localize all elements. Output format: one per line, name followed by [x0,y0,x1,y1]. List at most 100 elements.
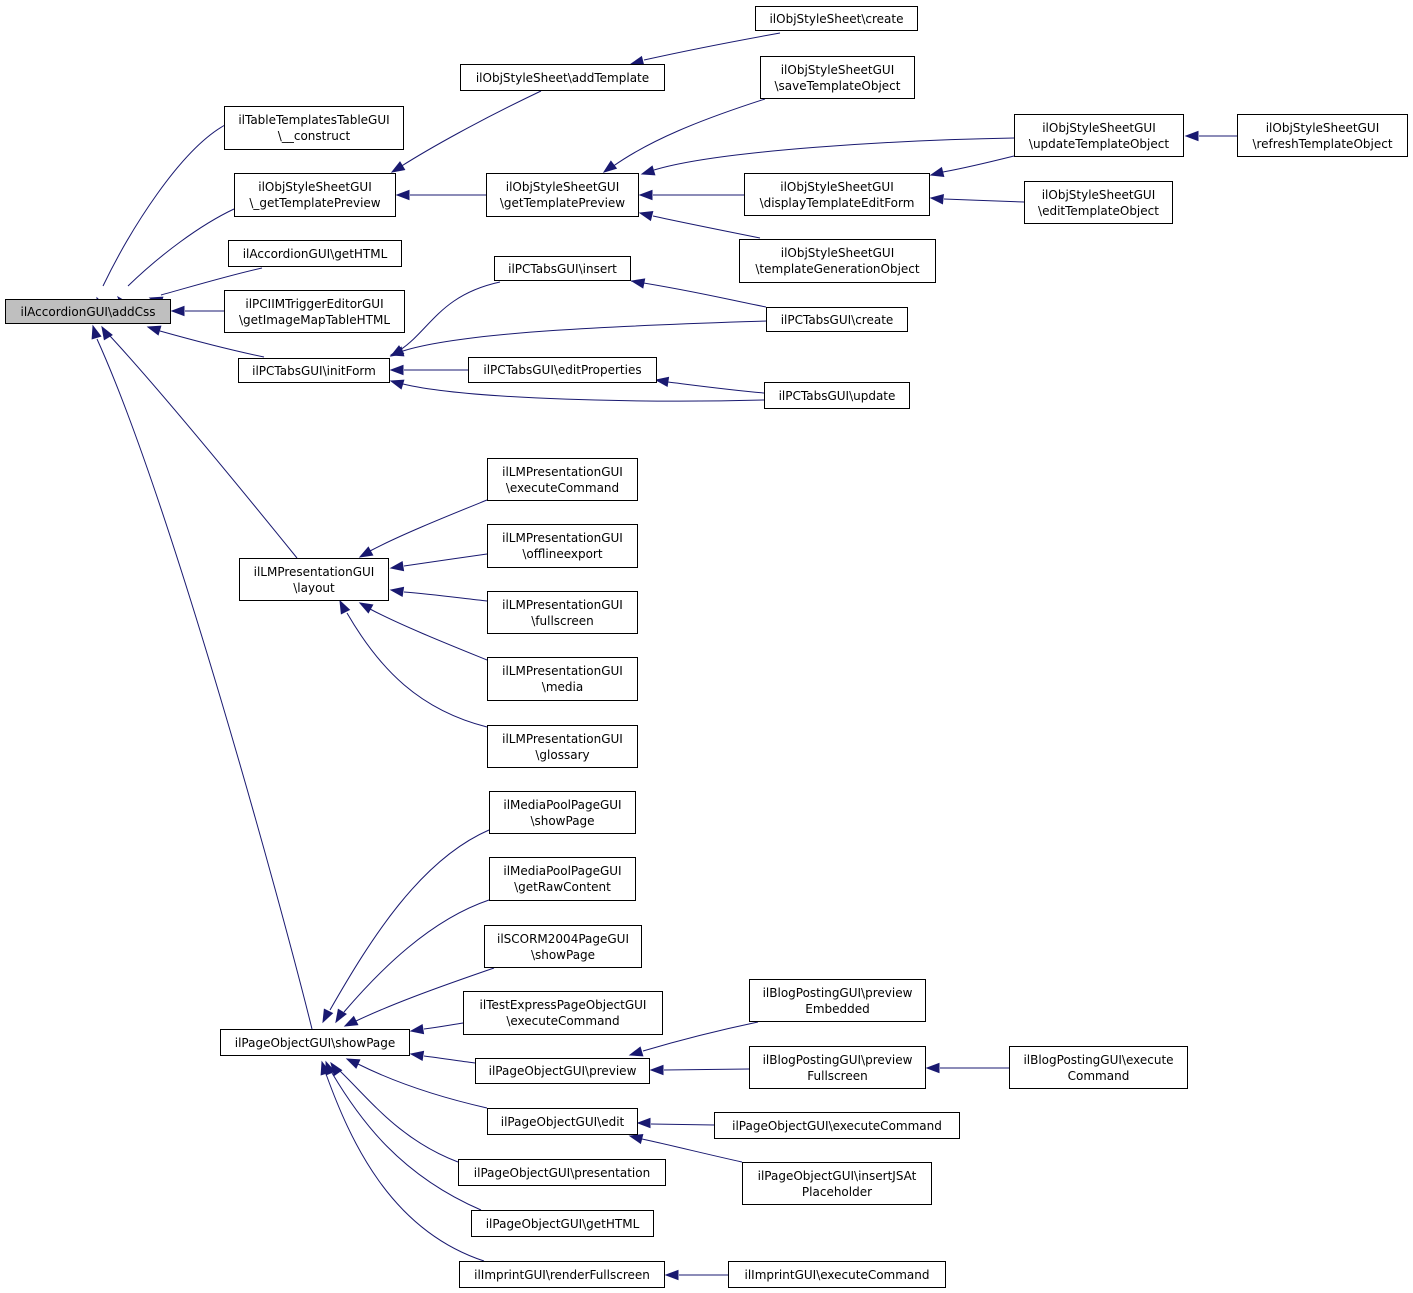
node-illmpresentationgui-offlineexport[interactable]: ilLMPresentationGUI \offlineexport [487,524,638,568]
arrowhead-gettemplatepreview_priv [395,189,410,201]
edge-page_gethtml-to-page_showpage [331,1072,482,1211]
edge-pctabs_create-to-pctabs_insert [630,280,767,308]
arrowhead-blog_fullscreen [925,1062,940,1074]
edge-tt_construct-to-root [102,124,226,287]
node-illmpresentationgui-media[interactable]: ilLMPresentationGUI \media [487,657,638,701]
arrowhead-page_showpage [409,1050,425,1062]
edge-scorm_showpage-to-page_showpage [355,967,495,1022]
arrowhead-ssgui_displayedit [929,194,944,205]
arrowhead-page_showpage [335,1008,347,1024]
node-illmpresentationgui-fullscreen[interactable]: ilLMPresentationGUI \fullscreen [487,591,638,634]
node-ilobjstylesheetgui-refreshtemplateobject[interactable]: ilObjStyleSheetGUI \refreshTemplateObjec… [1237,114,1408,157]
arrowhead-page_preview [628,1046,644,1057]
edge-imprint_render-to-page_showpage [325,1073,485,1262]
edge-page_presentation-to-page_showpage [339,1070,459,1163]
node-ilpctabsgui-create[interactable]: ilPCTabsGUI\create [766,307,908,332]
arrowhead-pctabs_editprops [654,376,670,388]
arrowhead-page_edit [628,1133,644,1145]
arrowhead-root [101,325,113,341]
arrowhead-page_showpage [345,1058,361,1069]
node-ilmediapoolpagegui-getrawcontent[interactable]: ilMediaPoolPageGUI \getRawContent [489,857,636,901]
arrowhead-pctabs_initform [389,346,405,357]
node-ilpciimtriggereditorgui-getimagemaptablehtml[interactable]: ilPCIIMTriggerEditorGUI \getImageMapTabl… [224,290,405,333]
arrowhead-ssgui_gettemplatepreview [602,160,618,173]
node-ilpctabsgui-update[interactable]: ilPCTabsGUI\update [764,382,910,409]
node-ilobjstylesheetgui-savetemplateobject[interactable]: ilObjStyleSheetGUI \saveTemplateObject [760,56,915,99]
node-ilpageobjectgui-presentation[interactable]: ilPageObjectGUI\presentation [458,1159,666,1186]
node-ilobjstylesheetgui-gettemplatepreview[interactable]: ilObjStyleSheetGUI \getTemplatePreview [486,173,639,217]
edge-pctabs_update-to-pctabs_editprops [667,381,765,394]
node-ilpageobjectgui-executecommand[interactable]: ilPageObjectGUI\executeCommand [714,1112,960,1139]
edge-gettemplatepreview_priv-to-root [127,208,235,287]
node-iltestexpresspageobjectgui-executecommand[interactable]: ilTestExpressPageObjectGUI \executeComma… [463,991,663,1035]
node-ilscorm2004pagegui-showpage[interactable]: ilSCORM2004PageGUI \showPage [484,925,642,968]
edge-lm_fullscreen-to-lm_layout [403,591,488,602]
arrowhead-lm_layout [389,586,405,598]
arrowhead-pctabs_insert [630,278,646,289]
node-iltabletemplatestablegui-construct[interactable]: ilTableTemplatesTableGUI \__construct [224,106,404,150]
node-ilobjstylesheetgui-templategenerationobject[interactable]: ilObjStyleSheetGUI \templateGenerationOb… [739,239,936,283]
node-illmpresentationgui-executecommand[interactable]: ilLMPresentationGUI \executeCommand [487,458,638,501]
node-ilaccordiongui-gethtml[interactable]: ilAccordionGUI\getHTML [228,240,402,267]
node-illmpresentationgui-glossary[interactable]: ilLMPresentationGUI \glossary [487,725,638,768]
node-ilblogpostinggui-previewembedded[interactable]: ilBlogPostingGUI\preview Embedded [749,979,926,1022]
node-ilobjstylesheetgui-gettemplatepreview-private[interactable]: ilObjStyleSheetGUI \_getTemplatePreview [234,173,396,217]
edge-lm_media-to-lm_layout [369,608,488,661]
edge-ss_create-to-ss_addtemplate [643,32,781,61]
arrowhead-root [146,325,162,336]
node-ilpageobjectgui-showpage[interactable]: ilPageObjectGUI\showPage [220,1029,410,1056]
arrowhead-lm_layout [358,546,374,558]
arrowhead-imprint_render [664,1269,679,1281]
arrowhead-page_preview [649,1064,664,1076]
node-ilobjstylesheetgui-edittemplateobject[interactable]: ilObjStyleSheetGUI \editTemplateObject [1024,181,1173,224]
arrowhead-lm_layout [339,599,351,615]
node-ilpageobjectgui-preview[interactable]: ilPageObjectGUI\preview [475,1058,650,1084]
edge-page_insertjs-to-page_edit [641,1138,743,1163]
edge-ssgui_updatetemplate-to-ssgui_gettemplatepreview [653,137,1015,171]
node-ilaccordiongui-addcss[interactable]: ilAccordionGUI\addCss [5,299,171,324]
node-ilpctabsgui-editproperties[interactable]: ilPCTabsGUI\editProperties [468,357,657,383]
node-ilpctabsgui-insert[interactable]: ilPCTabsGUI\insert [494,256,631,281]
edge-page_edit-to-page_showpage [357,1063,488,1109]
node-ilpageobjectgui-gethtml[interactable]: ilPageObjectGUI\getHTML [471,1210,654,1237]
arrowhead-page_edit [636,1117,651,1129]
node-ilobjstylesheetgui-displaytemplateeditform[interactable]: ilObjStyleSheetGUI \displayTemplateEditF… [744,173,930,216]
edge-lm_glossary-to-lm_layout [346,612,488,728]
node-ilobjstylesheet-addtemplate[interactable]: ilObjStyleSheet\addTemplate [460,64,665,91]
edge-lm_execcmd-to-lm_layout [369,499,488,552]
arrowhead-page_showpage [343,1015,359,1027]
edge-page_showpage-to-root [96,338,313,1030]
edge-page_preview-to-page_showpage [423,1055,476,1064]
edge-pctabs_update-to-pctabs_initform [402,383,765,402]
arrowhead-root [91,324,102,340]
edge-ssgui_edittemplate-to-ssgui_displayedit [943,198,1025,203]
edge-pctabs_initform-to-root [159,330,265,358]
arrowhead-gettemplatepreview_priv [390,161,406,173]
node-ilblogpostinggui-previewfullscreen[interactable]: ilBlogPostingGUI\preview Fullscreen [749,1046,926,1089]
arrowhead-root [170,305,185,317]
node-illmpresentationgui-layout[interactable]: ilLMPresentationGUI \layout [239,558,389,601]
arrowhead-ssgui_gettemplatepreview [638,210,654,222]
node-ilobjstylesheetgui-updatetemplateobject[interactable]: ilObjStyleSheetGUI \updateTemplateObject [1014,114,1184,157]
node-ilmediapoolpagegui-showpage[interactable]: ilMediaPoolPageGUI \showPage [489,791,636,834]
node-ilimprintgui-executecommand[interactable]: ilImprintGUI\executeCommand [728,1261,946,1288]
edge-pctabs_insert-to-pctabs_initform [399,281,501,351]
node-ilpageobjectgui-insertjsatplaceholder[interactable]: ilPageObjectGUI\insertJSAt Placeholder [742,1162,932,1205]
edge-ssgui_updatetemplate-to-ssgui_displayedit [942,155,1015,173]
node-ilblogpostinggui-executecommand[interactable]: ilBlogPostingGUI\execute Command [1009,1046,1188,1089]
node-ilpctabsgui-initform[interactable]: ilPCTabsGUI\initForm [238,358,390,383]
arrowhead-pctabs_initform [389,364,404,376]
node-ilobjstylesheet-create[interactable]: ilObjStyleSheet\create [755,6,918,31]
node-ilpageobjectgui-edit[interactable]: ilPageObjectGUI\edit [487,1108,638,1135]
arrowhead-lm_layout [358,602,374,614]
edge-blog_embedded-to-page_preview [642,1021,759,1052]
edge-blog_fullscreen-to-page_preview [663,1068,750,1071]
edge-lm_offline-to-lm_layout [403,553,488,567]
arrowhead-ssgui_displayedit [929,166,945,178]
node-ilimprintgui-renderfullscreen[interactable]: ilImprintGUI\renderFullscreen [459,1261,665,1288]
arrowhead-page_showpage [320,1060,331,1076]
edge-ss_addtemplate-to-gettemplatepreview_priv [399,90,542,168]
edge-mp_showpage-to-page_showpage [329,829,490,1011]
